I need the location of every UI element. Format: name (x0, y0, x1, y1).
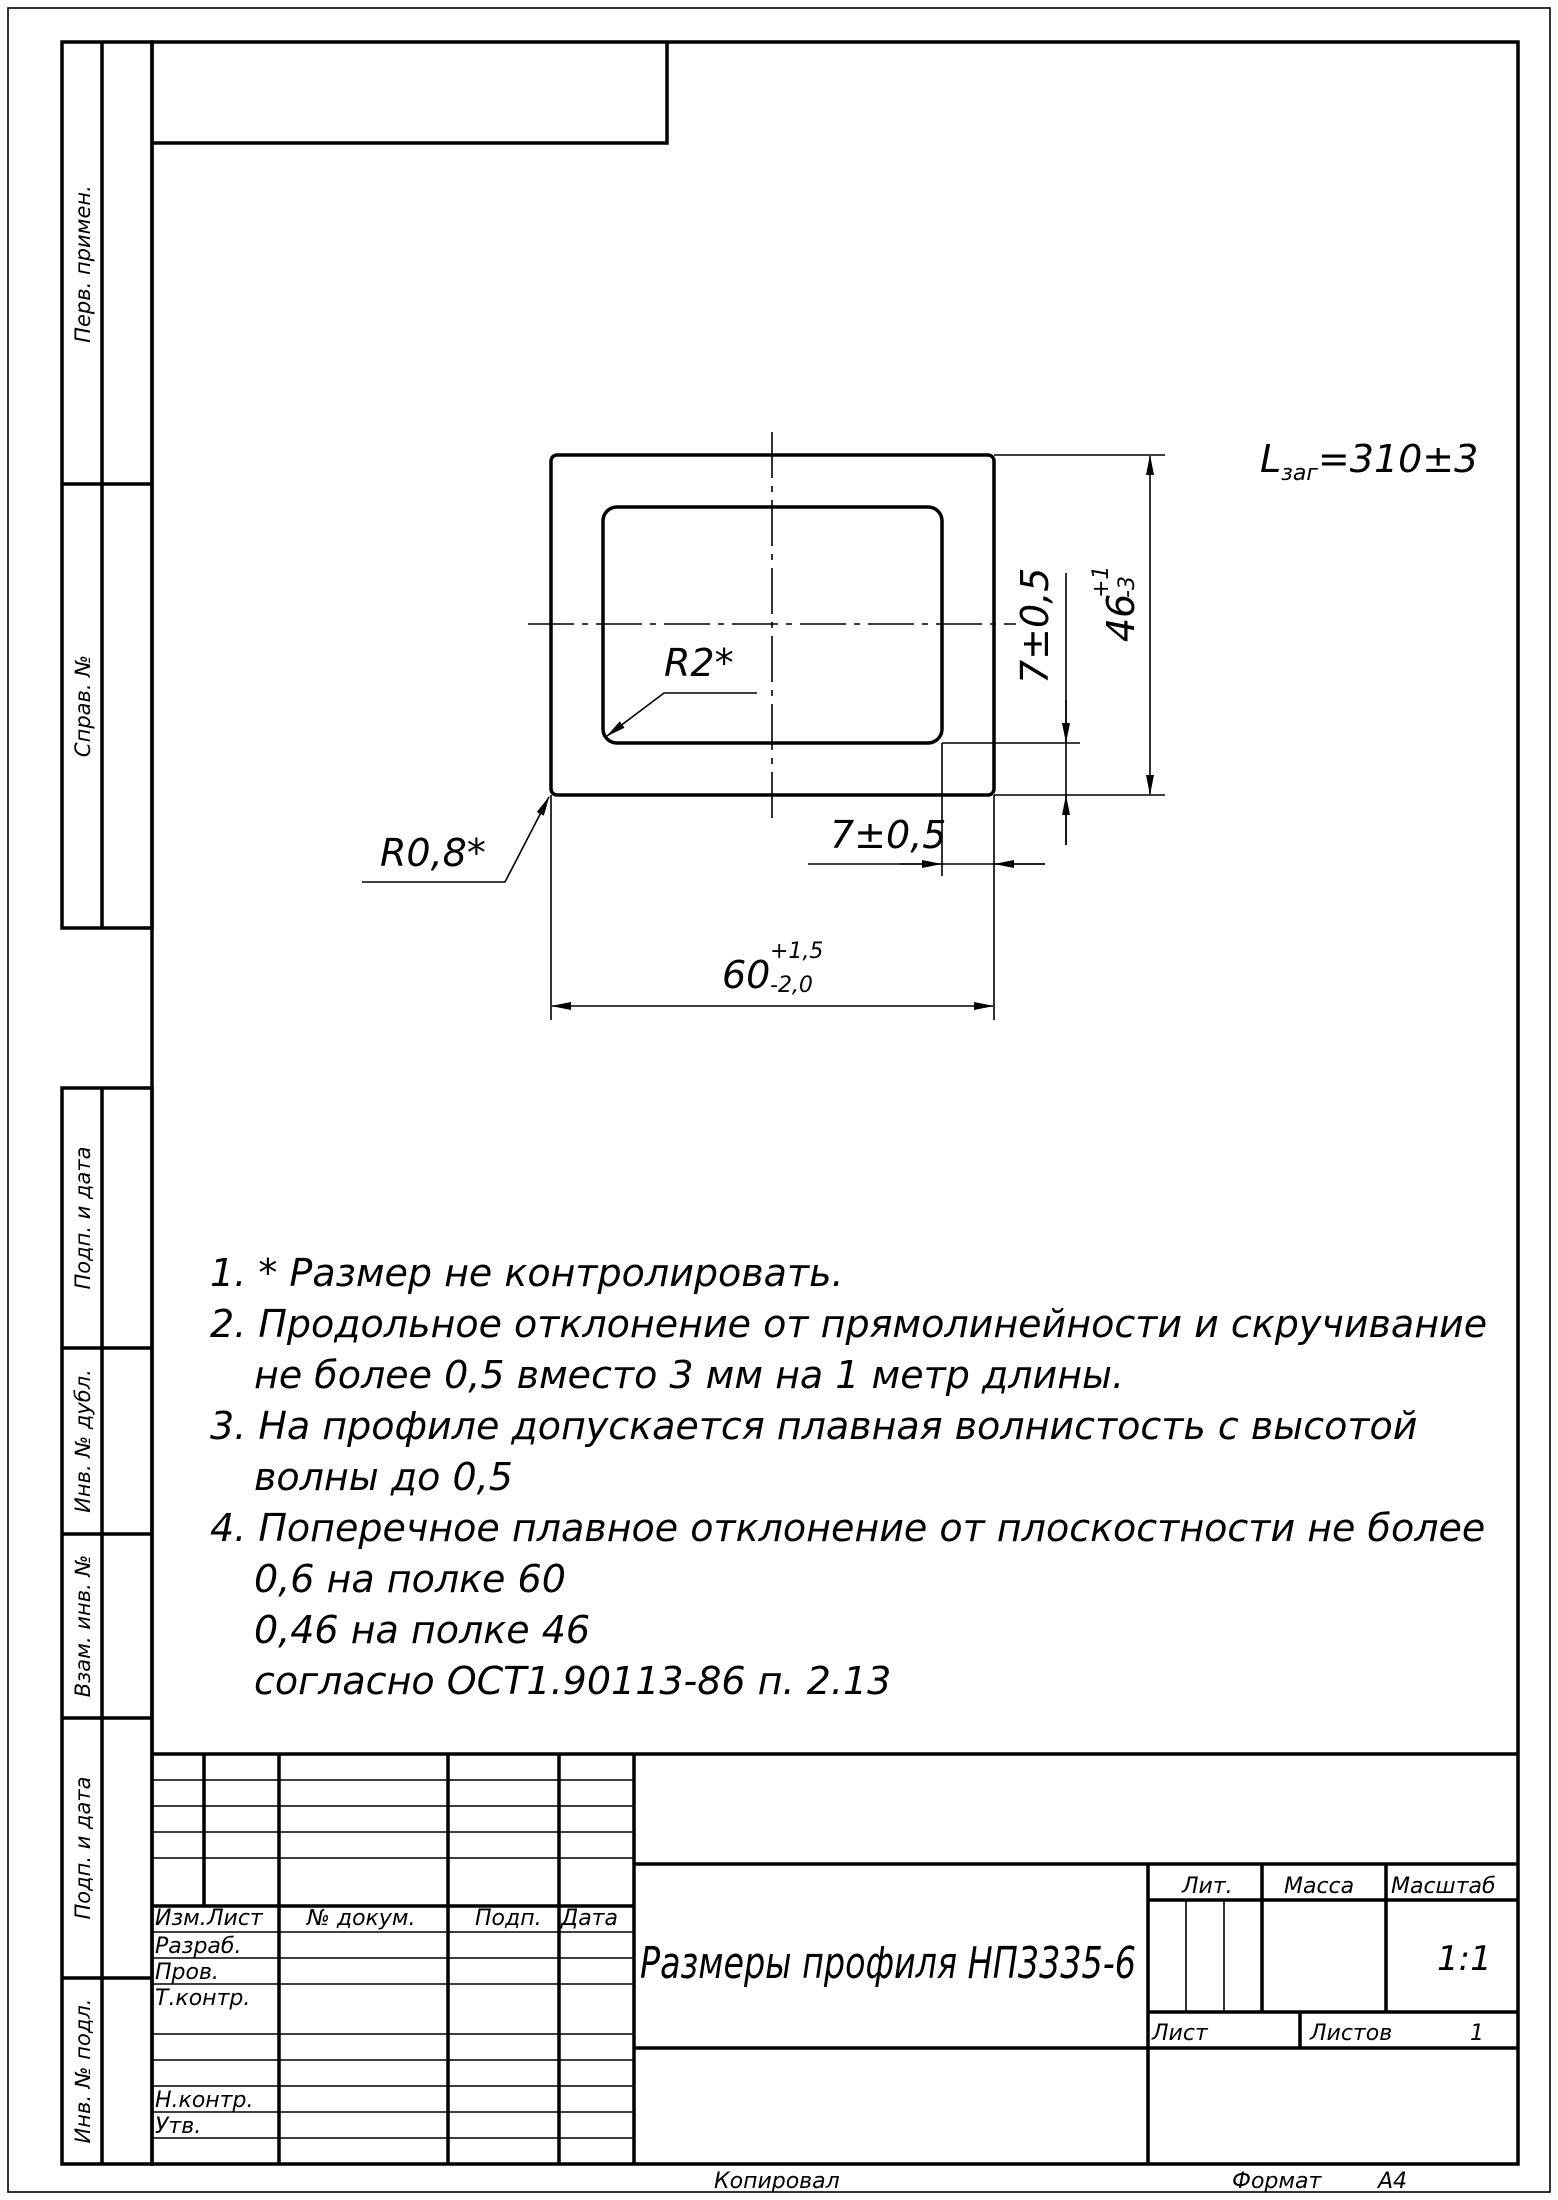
note-line-2: 2. Продольное отклонение от прямолинейно… (210, 1302, 1487, 1346)
doc-number-box (152, 42, 669, 145)
dim-60-lower-tol: -2,0 (770, 973, 813, 998)
tb-row-prov: Пров. (155, 1960, 219, 1985)
tb-sheets-label: Листов (1309, 2021, 1392, 2046)
footer-format-value: А4 (1376, 2169, 1407, 2194)
tb-row-tkontr: Т.контр. (155, 1986, 250, 2011)
radius-outer-label: R0,8* (380, 831, 486, 875)
footer-format-label: Формат (1232, 2169, 1322, 2194)
left-strip-upper (60, 40, 154, 930)
technical-notes: 1. * Размер не контролировать. 2. Продол… (210, 1251, 1487, 1703)
side-label-podp-data-1: Подп. и дата (71, 1146, 95, 1289)
note-line-4: 3. На профиле допускается плавная волнис… (210, 1404, 1417, 1448)
side-label-sprav-no: Справ. № (71, 655, 95, 757)
dim-wall-v-value: 7±0,5 (1013, 568, 1057, 684)
tb-row-nkontr: Н.контр. (155, 2088, 253, 2113)
tb-col-podp: Подп. (475, 1906, 542, 1931)
tb-sheets-value: 1 (1470, 2021, 1484, 2046)
tb-row-utv: Утв. (155, 2114, 201, 2139)
dim-46-lower-tol: -3 (1115, 576, 1140, 598)
profile-drawing: 46 +1 -3 7±0,5 7±0,5 60 +1,5 -2,0 R2* R0… (362, 432, 1478, 1020)
main-frame (150, 40, 1520, 2166)
note-line-1: 1. * Размер не контролировать. (210, 1251, 844, 1295)
note-line-8: 0,46 на полке 46 (254, 1608, 590, 1652)
left-strip-lower (60, 1086, 154, 2166)
tb-lit: Лит. (1181, 1874, 1233, 1899)
tb-col-data: Дата (560, 1906, 618, 1931)
tb-row-razrab: Разраб. (155, 1934, 241, 1959)
tb-massa: Масса (1284, 1874, 1354, 1899)
blank-length-label: Lзаг=310±3 (1260, 437, 1478, 486)
tb-col-list: Лист (206, 1906, 264, 1931)
leader-r08 (362, 796, 550, 883)
sheet-trim-border (7, 7, 1551, 2193)
radius-inner-label: R2* (664, 641, 734, 685)
tb-col-doc-no: № докум. (306, 1906, 415, 1931)
side-label-perv-primen: Перв. примен. (71, 185, 95, 343)
note-line-6: 4. Поперечное плавное отклонение от плос… (210, 1506, 1485, 1550)
side-label-inv-podl: Инв. № подл. (71, 1999, 95, 2144)
side-label-podp-data-2: Подп. и дата (71, 1776, 95, 1919)
note-line-5: волны до 0,5 (254, 1455, 513, 1499)
dim-46-value: 46 (1099, 594, 1143, 642)
leader-r2 (606, 692, 757, 737)
tb-col-izm: Изм. (155, 1906, 207, 1931)
side-label-inv-dubl: Инв. № дубл. (71, 1369, 95, 1513)
document-title: Размеры профиля НП3335-6 (640, 1938, 1136, 1989)
tb-sheet-label: Лист (1151, 2021, 1209, 2046)
dim-46-upper-tol: +1 (1089, 566, 1114, 598)
title-block (152, 1752, 1518, 2164)
dim-60-upper-tol: +1,5 (770, 939, 823, 964)
note-line-3: не более 0,5 вместо 3 мм на 1 метр длины… (254, 1353, 1124, 1397)
side-label-vzam-inv: Взам. инв. № (71, 1555, 95, 1698)
note-line-7: 0,6 на полке 60 (254, 1557, 566, 1601)
tb-masshtab: Масштаб (1391, 1874, 1496, 1899)
note-line-9: согласно ОСТ1.90113-86 п. 2.13 (254, 1659, 891, 1703)
footer-copied: Копировал (714, 2169, 840, 2194)
dim-wall-h-value: 7±0,5 (830, 813, 946, 857)
tb-scale-value: 1:1 (1437, 1939, 1492, 1979)
dim-60-value: 60 (722, 953, 770, 997)
